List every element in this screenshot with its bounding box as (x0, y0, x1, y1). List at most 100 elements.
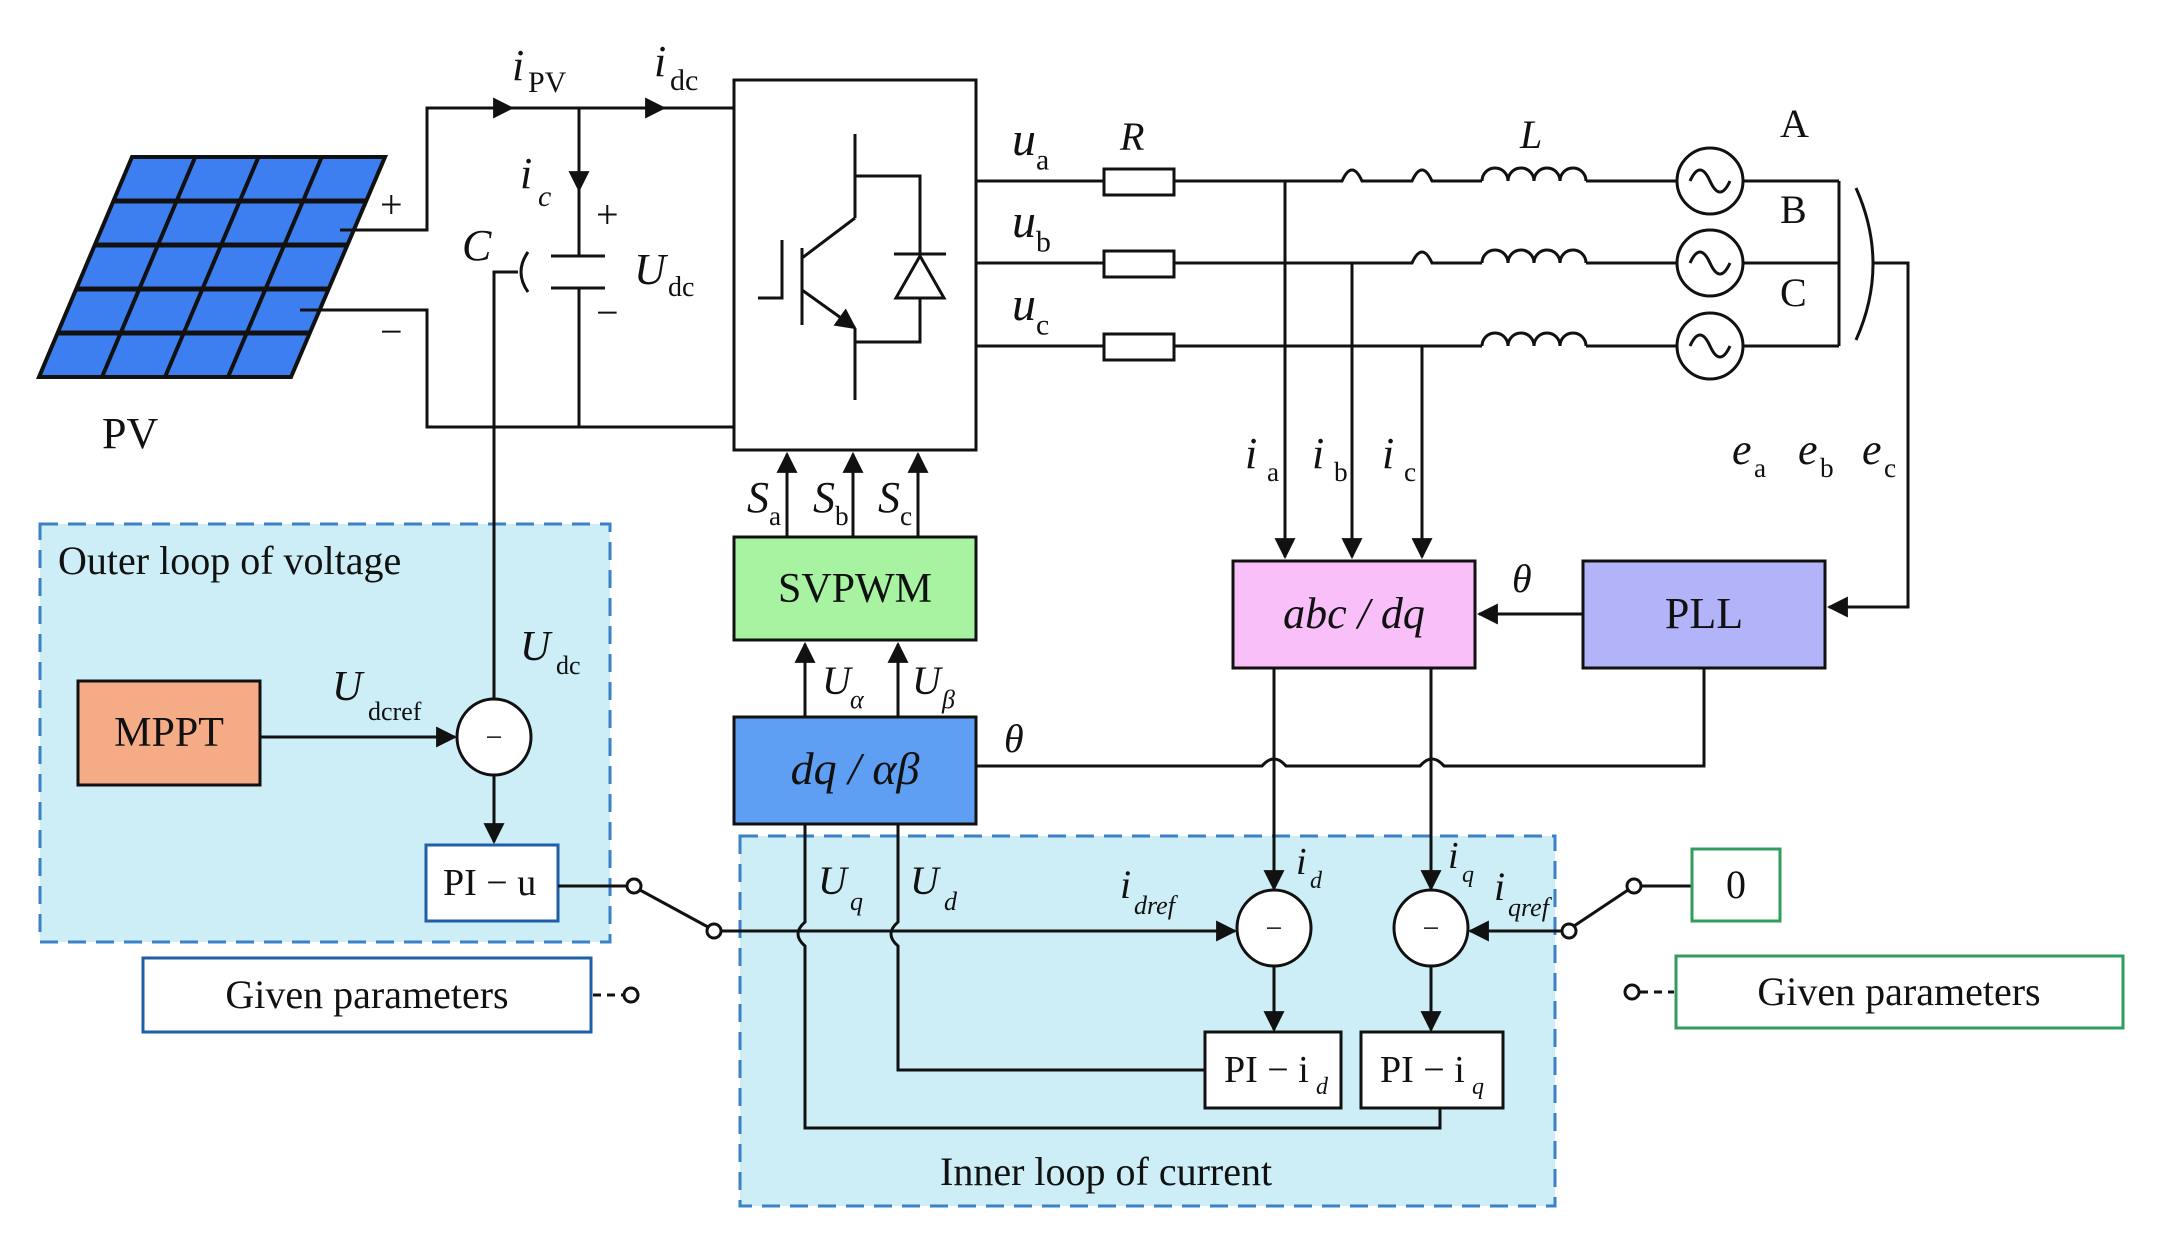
abc-dq-block[interactable] (1231, 559, 1477, 670)
igbt-icon (758, 134, 947, 400)
svg-text:U: U (332, 664, 365, 710)
svg-text:e: e (1862, 425, 1882, 474)
svpwm-block[interactable] (732, 535, 978, 642)
inner-loop-label: Inner loop of current (940, 1149, 1272, 1194)
svg-text:PI − i: PI − i (1224, 1049, 1309, 1091)
pll-block[interactable] (1581, 559, 1827, 670)
dc-negative-wire (300, 308, 734, 429)
svg-text:L: L (1519, 112, 1542, 157)
pv-panel (35, 155, 389, 379)
pi-u-label: PI − u (443, 862, 536, 904)
svg-text:c: c (900, 501, 912, 531)
ac-source-icon (1675, 311, 1745, 381)
svg-text:S: S (747, 473, 769, 522)
svg-text:R: R (1119, 114, 1144, 159)
resistor-c (1102, 332, 1176, 362)
svg-text:S: S (813, 473, 835, 522)
capacitor-label: C (462, 221, 492, 270)
svg-text:i: i (520, 149, 532, 198)
svg-text:−: − (486, 721, 503, 754)
svg-text:i: i (1245, 429, 1257, 478)
given-params-right[interactable] (1674, 954, 2125, 1030)
svg-text:i: i (512, 41, 524, 90)
pv-plus: + (380, 182, 403, 227)
svg-text:a: a (1267, 457, 1279, 487)
bus-label-C: C (1780, 270, 1807, 315)
given-params-right-label: Given parameters (1757, 969, 2040, 1014)
svg-text:dcref: dcref (368, 697, 422, 726)
svg-text:c: c (1036, 308, 1049, 341)
svg-text:PV: PV (528, 66, 567, 99)
pi-u-block[interactable] (424, 843, 560, 923)
resistor-a (1102, 167, 1176, 197)
svg-text:dc: dc (668, 272, 694, 303)
svg-text:U: U (634, 245, 669, 294)
svg-text:dc: dc (670, 64, 698, 97)
svg-text:q: q (1472, 1074, 1484, 1100)
svg-text:i: i (1448, 835, 1459, 877)
right-selector-switch[interactable] (1560, 877, 1643, 940)
cap-minus: − (596, 290, 619, 335)
pv-minus: − (380, 309, 403, 354)
bus-label-A: A (1780, 101, 1809, 146)
udc-feedback-wire (483, 270, 518, 753)
svg-text:q: q (1462, 862, 1474, 888)
ac-source-icon (1675, 228, 1745, 298)
theta-line (976, 668, 1706, 768)
theta-label-pll: θ (1512, 556, 1532, 601)
svg-text:c: c (538, 180, 551, 213)
dq-alphabeta-block[interactable] (732, 715, 978, 826)
svg-text:d: d (944, 887, 958, 916)
left-selector-switch[interactable] (625, 877, 723, 940)
svg-text:α: α (850, 685, 865, 714)
inductor-c (1480, 331, 1588, 347)
svg-text:i: i (1296, 841, 1307, 883)
r-label: R (1119, 114, 1144, 159)
mppt-label: MPPT (114, 710, 224, 756)
ud-path (889, 824, 1205, 1072)
pi-iq-block[interactable] (1359, 1030, 1505, 1110)
outer-loop-label: Outer loop of voltage (58, 538, 401, 583)
svg-text:U: U (520, 624, 553, 670)
svg-text:−: − (1423, 912, 1440, 945)
given-params-left[interactable] (141, 956, 593, 1034)
given-right-contact[interactable] (1623, 983, 1641, 1001)
given-left-contact[interactable] (622, 986, 640, 1004)
svg-text:dref: dref (1134, 891, 1179, 920)
pi-id-block[interactable] (1203, 1030, 1343, 1110)
svg-text:q: q (850, 887, 863, 916)
zero-block[interactable] (1690, 847, 1782, 923)
resistor-b (1102, 249, 1176, 279)
svg-text:b: b (1820, 453, 1834, 483)
svg-text:dc: dc (556, 651, 581, 680)
svg-text:S: S (878, 473, 900, 522)
mppt-block[interactable] (76, 679, 262, 787)
svpwm-label: SVPWM (778, 566, 932, 612)
uq-path (796, 824, 1442, 1130)
svg-text:u: u (1012, 113, 1036, 166)
svg-text:PI − i: PI − i (1380, 1049, 1465, 1091)
svg-text:a: a (1754, 453, 1766, 483)
inductor-b (1480, 248, 1588, 264)
